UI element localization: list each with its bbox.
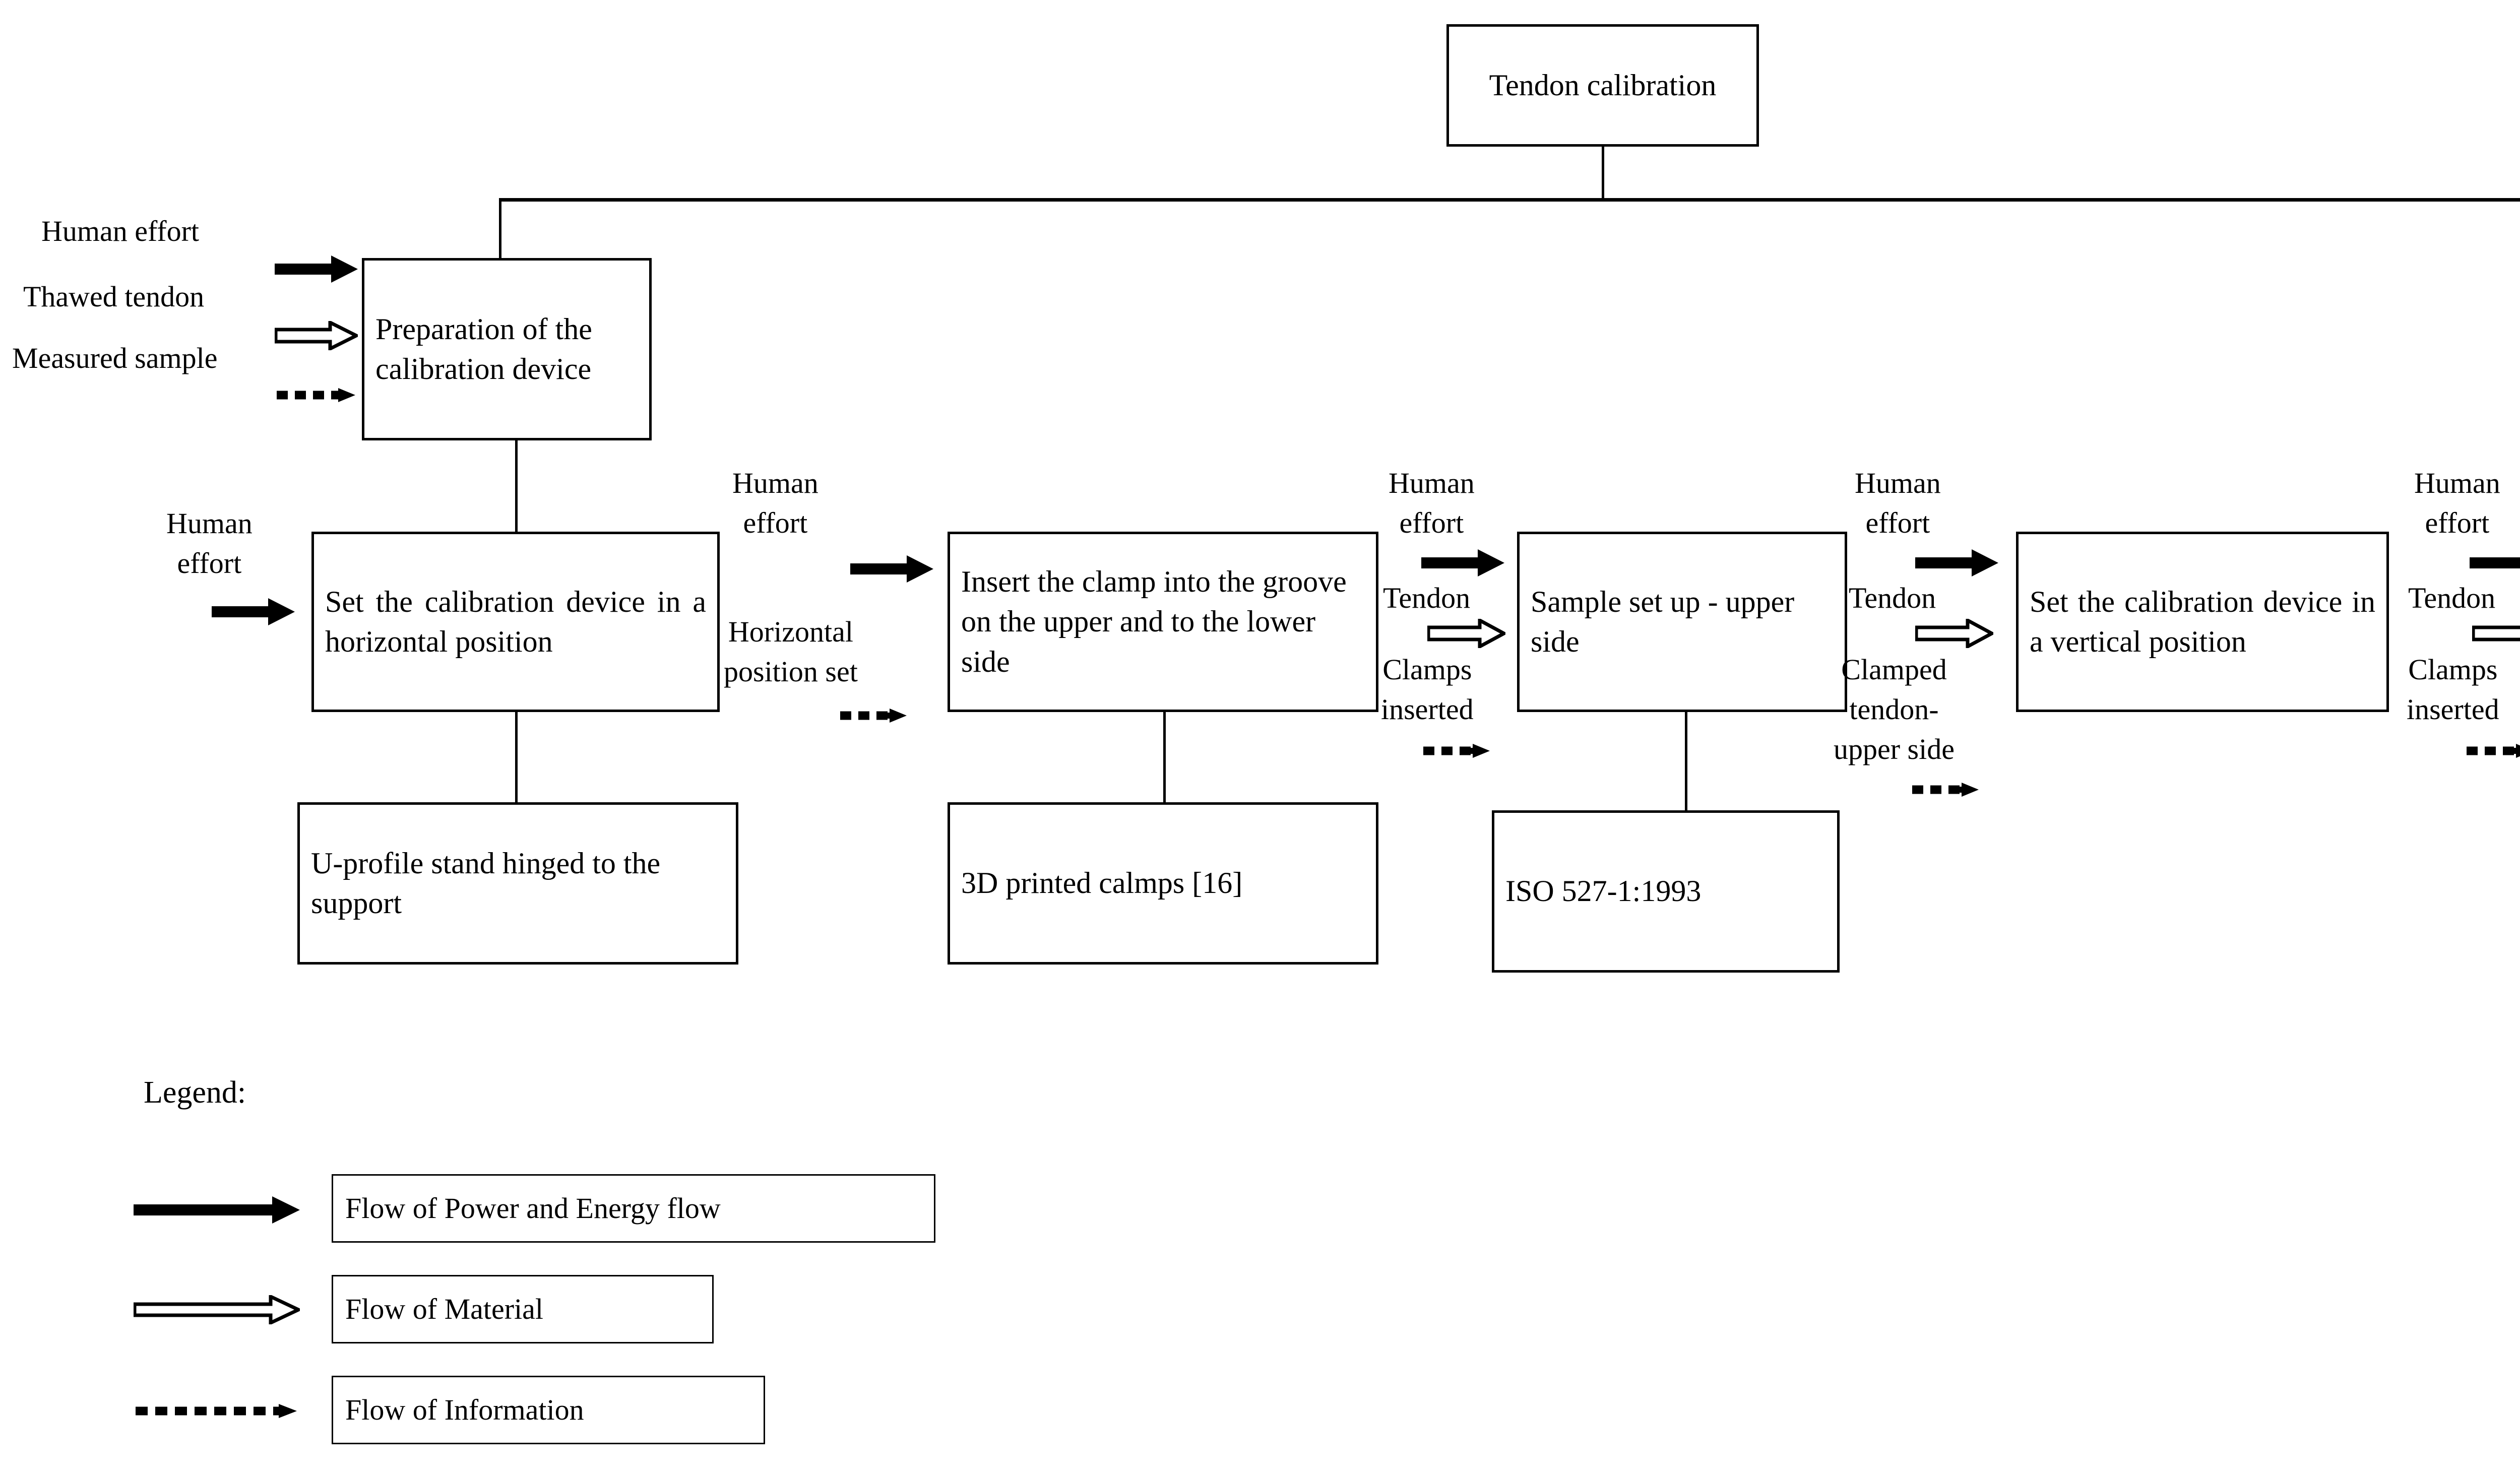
- label-input-power: Human effort: [41, 215, 199, 247]
- power-arrow-icon: [2470, 548, 2520, 578]
- box-u-profile-stand[interactable]: U-profile stand hinged to the support: [297, 802, 738, 965]
- material-arrow-icon: [275, 321, 358, 350]
- label-horizontal-power: Human effort: [166, 507, 253, 580]
- material-arrow-icon: [134, 1295, 300, 1324]
- label-lower-power: Human effort: [2414, 467, 2500, 539]
- legend-item-power: Flow of Power and Energy flow: [332, 1174, 935, 1243]
- box-set-horizontal-label: Set the calibration device in a horizont…: [325, 585, 706, 658]
- information-arrow-icon: [1421, 740, 1492, 762]
- information-arrow-icon: [2465, 740, 2520, 762]
- box-iso-standard[interactable]: ISO 527-1:1993: [1492, 810, 1840, 973]
- box-tendon-calibration[interactable]: Tendon calibration: [1446, 24, 1759, 147]
- box-iso-standard-label: ISO 527-1:1993: [1505, 874, 1702, 908]
- label-lower-material: Tendon: [2408, 582, 2496, 614]
- box-preparation-label: Preparation of the calibration device: [375, 312, 592, 386]
- box-tendon-calibration-label: Tendon calibration: [1489, 68, 1717, 102]
- information-arrow-icon: [838, 704, 909, 727]
- legend-item-material-label: Flow of Material: [345, 1293, 544, 1326]
- label-vertical-information: Clamped tendon- upper side: [1834, 653, 1955, 765]
- connector-horizontal-to-uprofile: [515, 712, 518, 802]
- legend-item-information: Flow of Information: [332, 1376, 765, 1444]
- box-preparation[interactable]: Preparation of the calibration device: [362, 258, 652, 440]
- box-3d-printed-clamps-label: 3D printed calmps [16]: [961, 866, 1243, 900]
- power-arrow-icon: [1915, 548, 1998, 578]
- label-vertical-power: Human effort: [1855, 467, 1941, 539]
- material-arrow-icon: [1427, 619, 1505, 648]
- material-arrow-icon: [2472, 619, 2520, 648]
- power-arrow-icon: [850, 554, 933, 584]
- label-lower-information: Clamps inserted: [2407, 653, 2499, 726]
- box-sample-upper[interactable]: Sample set up - upper side: [1517, 532, 1847, 712]
- box-set-horizontal[interactable]: Set the calibration device in a horizont…: [311, 532, 720, 712]
- label-insert-information: Horizontal position set: [724, 615, 858, 688]
- power-arrow-icon: [134, 1195, 300, 1225]
- box-u-profile-stand-label: U-profile stand hinged to the support: [311, 846, 661, 920]
- box-insert-clamp[interactable]: Insert the clamp into the groove on the …: [948, 532, 1378, 712]
- connector-preparation-to-horizontal: [515, 440, 518, 532]
- label-upper-information: Clamps inserted: [1381, 653, 1474, 726]
- power-arrow-icon: [275, 254, 358, 284]
- label-input-material: Thawed tendon: [23, 280, 205, 313]
- power-arrow-icon: [1421, 548, 1504, 578]
- legend-item-information-label: Flow of Information: [345, 1393, 584, 1427]
- box-3d-printed-clamps[interactable]: 3D printed calmps [16]: [948, 802, 1378, 965]
- information-arrow-icon: [134, 1400, 300, 1422]
- label-upper-material: Tendon: [1383, 582, 1471, 614]
- connector-title-stem: [1602, 146, 1604, 201]
- connector-bus-to-preparation: [499, 198, 501, 259]
- box-sample-upper-label: Sample set up - upper side: [1531, 585, 1795, 658]
- box-set-vertical-label: Set the calibration device in a vertical…: [2030, 585, 2375, 658]
- label-vertical-material: Tendon: [1849, 582, 1936, 614]
- label-upper-power: Human effort: [1389, 467, 1475, 539]
- label-insert-power: Human effort: [732, 467, 818, 539]
- legend-item-material: Flow of Material: [332, 1275, 714, 1343]
- box-insert-clamp-label: Insert the clamp into the groove on the …: [961, 565, 1347, 678]
- power-arrow-icon: [212, 597, 295, 626]
- connector-insert-to-clamps: [1163, 712, 1166, 802]
- label-input-information: Measured sample: [12, 342, 218, 374]
- material-arrow-icon: [1915, 619, 1993, 648]
- connector-upper-to-iso: [1685, 712, 1687, 810]
- legend-item-power-label: Flow of Power and Energy flow: [345, 1192, 721, 1225]
- information-arrow-icon: [275, 384, 358, 406]
- information-arrow-icon: [1910, 779, 1981, 801]
- connector-main-bus: [499, 198, 2520, 202]
- legend-title: Legend:: [144, 1075, 246, 1110]
- box-set-vertical[interactable]: Set the calibration device in a vertical…: [2016, 532, 2389, 712]
